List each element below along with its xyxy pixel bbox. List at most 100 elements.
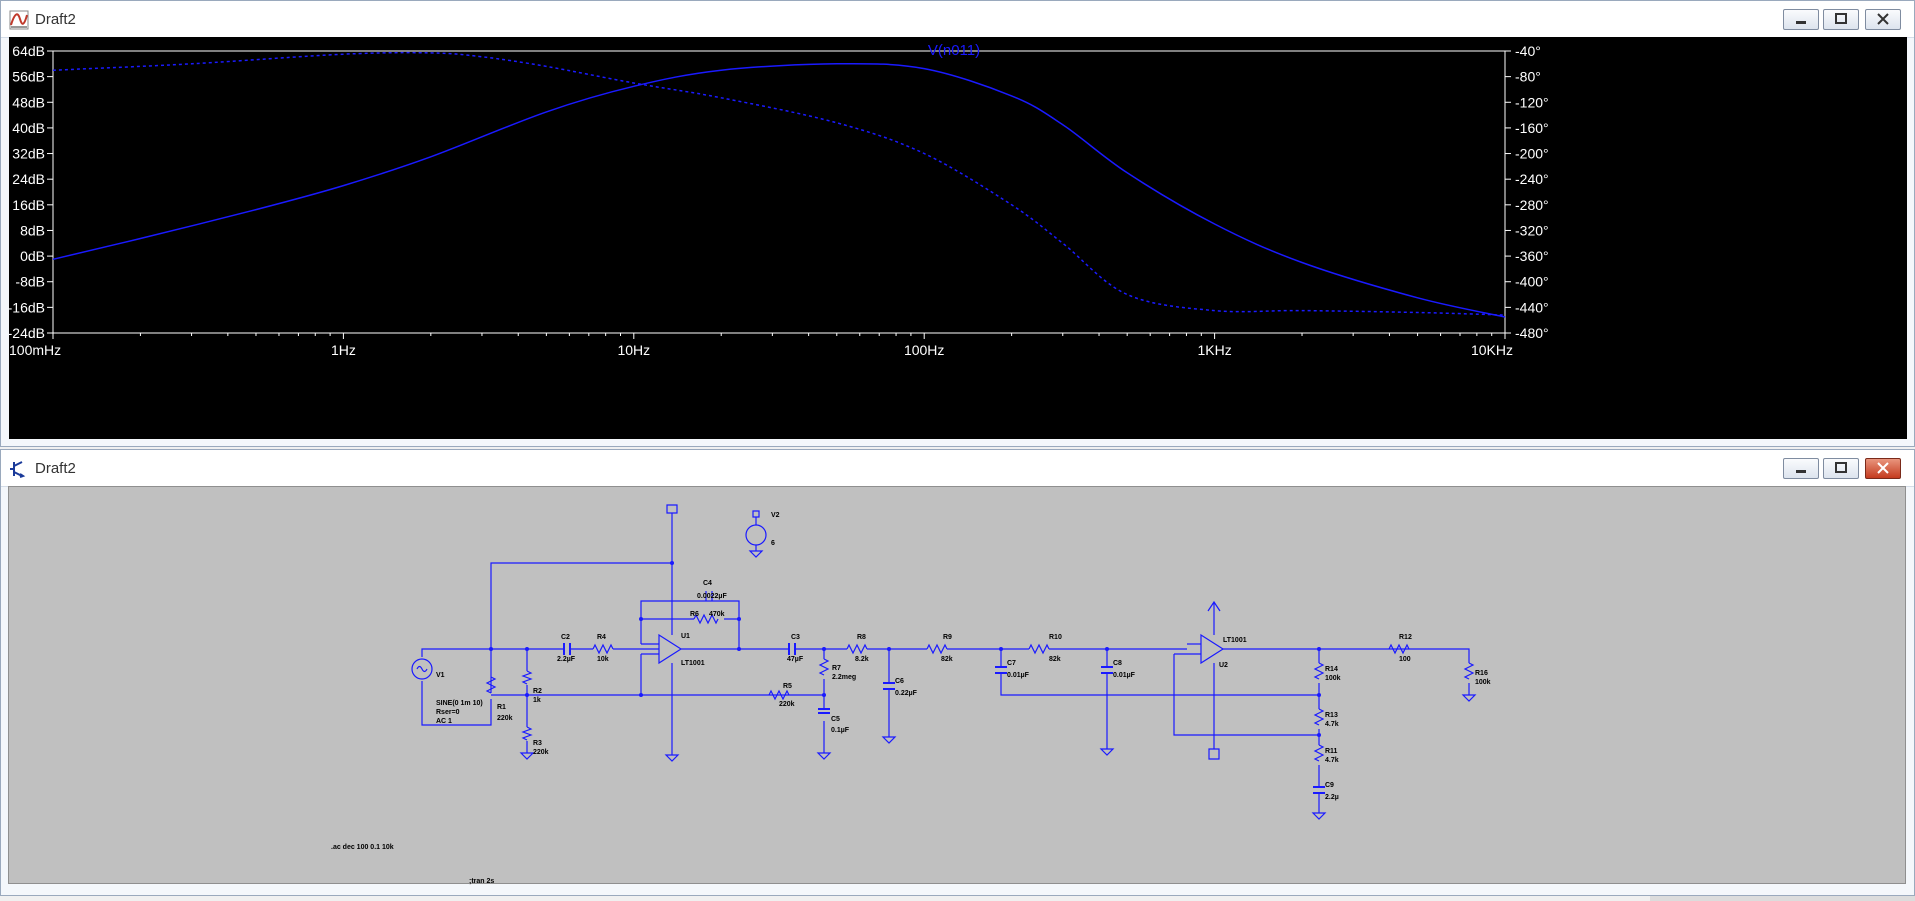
y-left-tick-label: 56dB <box>12 69 45 85</box>
schematic-titlebar[interactable]: Draft2 <box>1 450 1914 487</box>
schematic-icon <box>10 461 26 478</box>
label-r9-value: 82k <box>941 656 953 663</box>
close-button[interactable] <box>1865 458 1901 479</box>
x-tick-label: 100Hz <box>904 342 944 358</box>
resistor-r4 <box>592 643 614 655</box>
label-r8-value: 8.2k <box>855 656 869 663</box>
resistor-r13 <box>1313 708 1325 726</box>
x-tick-label: 1Hz <box>331 342 356 358</box>
resistor-r6 <box>693 613 719 625</box>
y-right-tick-label: -360° <box>1515 248 1549 264</box>
label-r9-name: R9 <box>943 634 952 641</box>
minimize-icon <box>1796 21 1806 24</box>
y-right-tick-label: -240° <box>1515 171 1549 187</box>
label-r11-name: R11 <box>1325 748 1338 755</box>
resistor-symbols[interactable] <box>485 613 1475 762</box>
label-u2-value: LT1001 <box>1223 637 1247 644</box>
maximize-button[interactable] <box>1823 9 1859 30</box>
label-v1-name: V1 <box>436 672 445 679</box>
power-flag-u2 <box>1207 600 1221 617</box>
bode-plot[interactable]: V(n011) 64dB56dB48dB40dB32dB24dB16dB8dB0… <box>8 37 1907 439</box>
y-left-tick-label: -16dB <box>9 299 45 315</box>
label-r3-value: 220k <box>533 749 549 756</box>
trace-label[interactable]: V(n011) <box>928 42 980 59</box>
y-left-tick-label: 16dB <box>12 197 45 213</box>
minimize-button[interactable] <box>1783 458 1819 479</box>
magnitude-trace[interactable] <box>52 62 1506 318</box>
capacitor-symbols[interactable] <box>563 643 1325 794</box>
label-r10-name: R10 <box>1049 634 1062 641</box>
label-c2-value: 2.2µF <box>557 656 576 663</box>
phase-trace[interactable] <box>52 51 1506 316</box>
ground-icon <box>816 752 832 760</box>
resistor-r3 <box>521 726 533 741</box>
ground-symbols[interactable] <box>519 694 1477 820</box>
capacitor-c5 <box>818 708 830 714</box>
junction-dots <box>489 561 1321 737</box>
y-left-tick-label: -8dB <box>15 274 45 290</box>
close-button[interactable] <box>1865 9 1901 30</box>
label-r12-name: R12 <box>1399 634 1412 641</box>
label-r4-value: 10k <box>597 656 609 663</box>
y-right-tick-label: -160° <box>1515 120 1549 136</box>
label-r2-name: R2 <box>533 688 542 695</box>
schematic-canvas[interactable]: V1 SINE(0 1m 10) Rser=0 AC 1 V2 6 R1 220… <box>8 486 1907 885</box>
label-r5-value: 220k <box>779 701 795 708</box>
minimize-button[interactable] <box>1783 9 1819 30</box>
resistor-r10 <box>1028 643 1050 655</box>
x-tick-label: 1KHz <box>1197 342 1231 358</box>
capacitor-c3 <box>788 643 796 655</box>
label-r7-name: R7 <box>832 665 841 672</box>
resistor-r14 <box>1313 662 1325 680</box>
component-labels: V1 SINE(0 1m 10) Rser=0 AC 1 V2 6 R1 220… <box>436 512 1491 801</box>
label-r14-name: R14 <box>1325 666 1338 673</box>
spice-comment-tran[interactable]: ;tran 2s <box>469 878 494 885</box>
y-right-tick-label: -40° <box>1515 43 1541 59</box>
ground-icon <box>1099 748 1115 756</box>
horizontal-scrollbar[interactable] <box>1650 896 1915 901</box>
maximize-button[interactable] <box>1823 458 1859 479</box>
label-r3-name: R3 <box>533 740 542 747</box>
label-r16-name: R16 <box>1475 670 1488 677</box>
maximize-icon <box>1835 13 1847 24</box>
schematic-wires[interactable] <box>421 527 1470 813</box>
label-c4-value: 0.0022µF <box>697 593 727 600</box>
label-c9-name: C9 <box>1325 782 1334 789</box>
source-symbols[interactable] <box>411 504 1221 760</box>
resistor-r8 <box>846 643 868 655</box>
resistor-r9 <box>926 643 948 655</box>
y-right-tick-label: -440° <box>1515 299 1549 315</box>
resistor-r2 <box>521 670 533 685</box>
label-c5-name: C5 <box>831 716 840 723</box>
schematic-window-title: Draft2 <box>35 460 76 477</box>
waveform-titlebar[interactable]: Draft2 <box>1 1 1914 38</box>
ground-icon <box>1461 694 1477 702</box>
label-c7-value: 0.01µF <box>1007 672 1030 679</box>
y-right-tick-label: -80° <box>1515 69 1541 85</box>
label-r13-value: 4.7k <box>1325 721 1339 728</box>
resistor-r1 <box>485 676 497 694</box>
label-r1-value: 220k <box>497 715 513 722</box>
label-c8-name: C8 <box>1113 660 1122 667</box>
label-c5-value: 0.1µF <box>831 727 850 734</box>
y-right-tick-label: -120° <box>1515 94 1549 110</box>
voltage-source-v1 <box>411 658 433 680</box>
capacitor-c8 <box>1101 666 1113 674</box>
label-c8-value: 0.01µF <box>1113 672 1136 679</box>
x-tick-label: 100mHz <box>9 342 61 358</box>
power-flag-u2-neg <box>1208 748 1220 760</box>
y-right-tick-label: -280° <box>1515 197 1549 213</box>
schematic-drawing[interactable]: V1 SINE(0 1m 10) Rser=0 AC 1 V2 6 R1 220… <box>9 487 1907 885</box>
spice-directive-ac[interactable]: .ac dec 100 0.1 10k <box>331 844 394 851</box>
y-right-tick-label: -480° <box>1515 325 1549 341</box>
y-right-tick-label: -200° <box>1515 146 1549 162</box>
y-left-tick-label: 40dB <box>12 120 45 136</box>
label-c6-name: C6 <box>895 678 904 685</box>
ground-icon <box>664 754 680 762</box>
resistor-r7 <box>818 658 830 676</box>
label-r8-name: R8 <box>857 634 866 641</box>
y-right-tick-label: -320° <box>1515 222 1549 238</box>
waveform-icon <box>9 10 29 30</box>
